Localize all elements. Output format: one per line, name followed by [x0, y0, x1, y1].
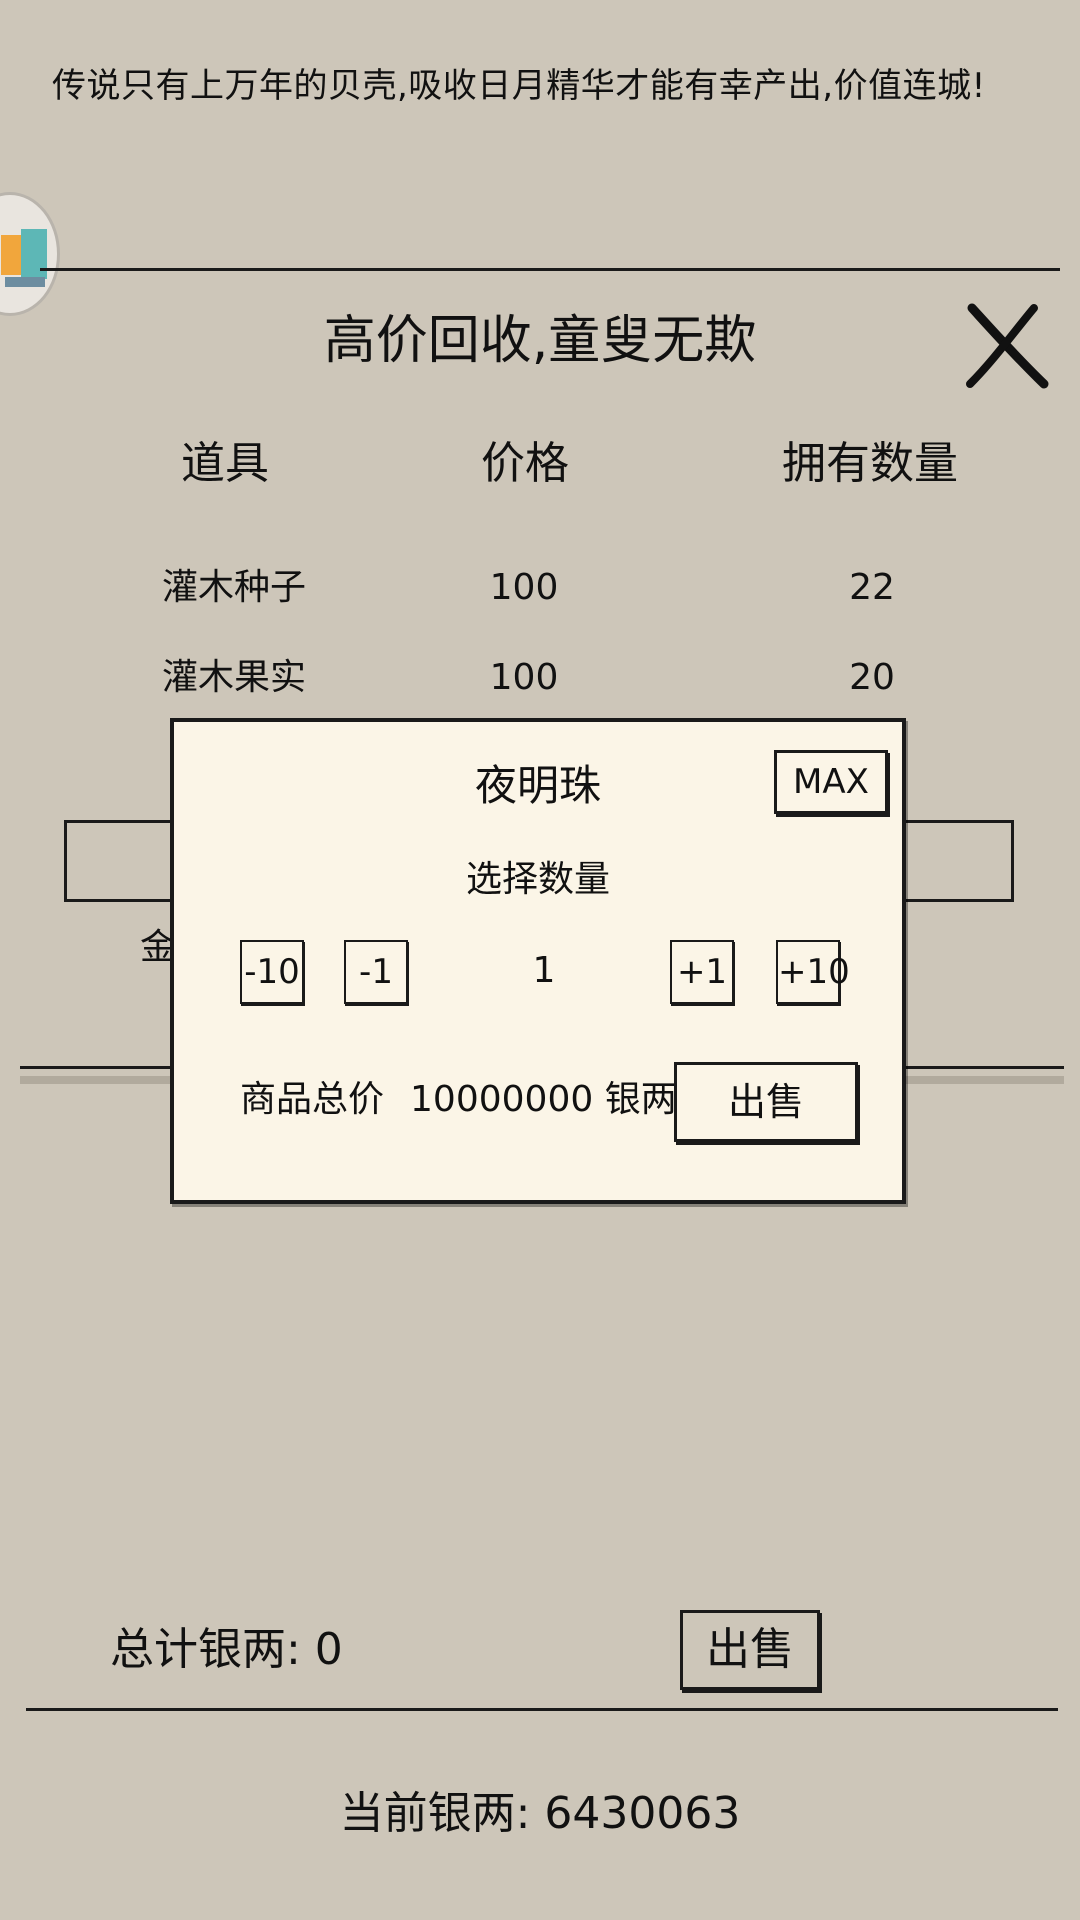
footer-divider	[26, 1708, 1058, 1711]
column-header-item: 道具	[181, 438, 269, 489]
minus-10-button[interactable]: -10	[240, 940, 304, 1004]
sell-quantity-dialog: 夜明珠 MAX 选择数量 -10 -1 1 +1 +10 商品总价 1000000…	[170, 718, 906, 1204]
top-divider	[40, 268, 1060, 271]
item-description: 传说只有上万年的贝壳,吸收日月精华才能有幸产出,价值连城!	[52, 66, 986, 106]
total-price-value: 10000000 银两	[410, 1079, 677, 1120]
total-price-row: 商品总价 10000000 银两	[240, 1074, 703, 1126]
minus-1-button[interactable]: -1	[344, 940, 408, 1004]
sell-button[interactable]: 出售	[680, 1610, 820, 1690]
row-item-name[interactable]: 灌木种子	[161, 567, 306, 608]
dialog-sell-button[interactable]: 出售	[674, 1062, 858, 1142]
current-silver-text: 当前银两: 6430063	[339, 1788, 741, 1839]
quantity-value: 1	[532, 950, 556, 991]
row-item-owned: 20	[849, 657, 895, 698]
row-item-owned: 22	[849, 567, 895, 608]
select-quantity-label: 选择数量	[465, 859, 610, 900]
max-button[interactable]: MAX	[774, 750, 888, 814]
row-item-price: 100	[489, 657, 559, 698]
shop-title: 高价回收,童叟无欺	[323, 311, 757, 371]
plus-1-button[interactable]: +1	[670, 940, 734, 1004]
row-item-name[interactable]: 灌木果实	[161, 657, 306, 698]
column-header-owned: 拥有数量	[782, 438, 958, 489]
dialog-item-name: 夜明珠	[474, 761, 601, 810]
total-price-label: 商品总价	[240, 1079, 385, 1120]
plus-10-button[interactable]: +10	[776, 940, 850, 1004]
row-item-price: 100	[489, 567, 559, 608]
total-silver-text: 总计银两: 0	[110, 1624, 343, 1675]
background-input-left	[64, 820, 184, 902]
column-header-price: 价格	[481, 438, 569, 489]
app-badge-icon[interactable]	[0, 192, 60, 316]
close-icon[interactable]	[962, 300, 1052, 390]
